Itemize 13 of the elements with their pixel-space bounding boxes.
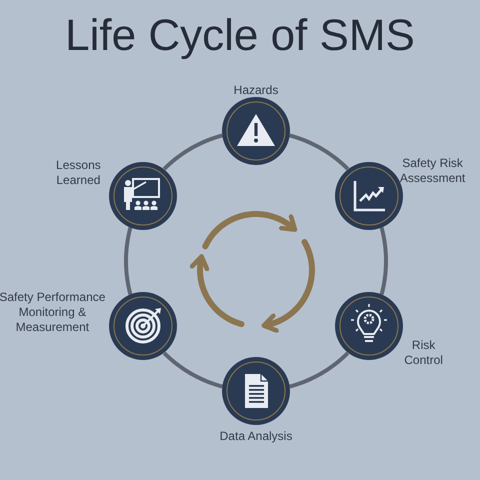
ring-connector [380, 226, 388, 296]
step-label: Risk Control [403, 338, 444, 368]
ring-connector [162, 134, 223, 170]
step-label: Lessons Learned [55, 158, 102, 188]
step-label: Hazards [232, 83, 280, 98]
step-label: Safety Risk Assessment [398, 156, 466, 186]
step-label: Data Analysis [218, 429, 294, 444]
ring-connector [162, 352, 223, 388]
ring-connector [289, 352, 350, 388]
ring-connector [124, 226, 132, 296]
title: Life Cycle of SMS [64, 10, 416, 62]
ring-connector [289, 134, 350, 170]
step-label: Safety Performance Monitoring & Measurement [0, 290, 106, 335]
